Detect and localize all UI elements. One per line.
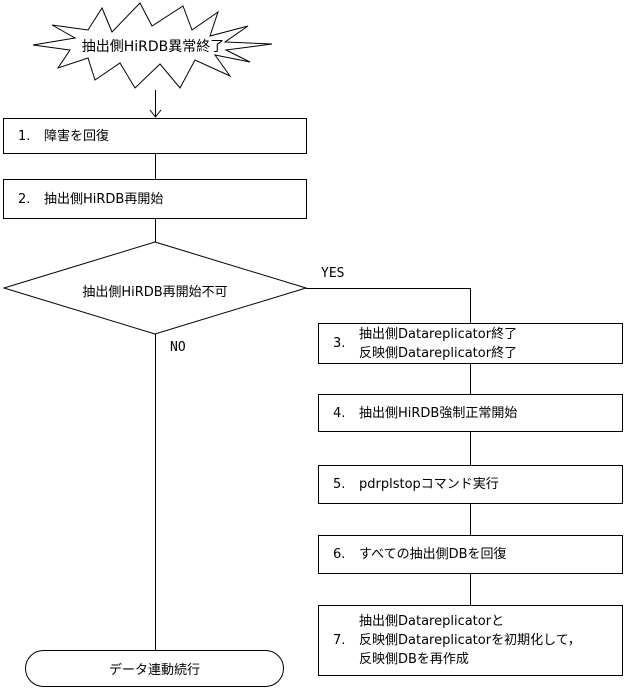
- step-7-label-line-1: 抽出側Datareplicatorと: [359, 614, 505, 629]
- step-2-box: 2. 抽出側HiRDB再開始: [3, 179, 307, 219]
- arrow-head-icon: [149, 109, 162, 118]
- step-1-label: 障害を回復: [44, 128, 110, 144]
- yes-branch-label: YES: [321, 266, 345, 281]
- step-5-box: 5. pdrplstopコマンド実行: [318, 465, 623, 504]
- step-4-label: 抽出側HiRDB強制正常開始: [359, 405, 518, 421]
- step-7-number: 7.: [333, 633, 346, 648]
- start-burst-shape: [32, 2, 273, 89]
- step-7-label-line-3: 反映側DBを再作成: [359, 652, 469, 667]
- step-5-number: 5.: [333, 477, 346, 492]
- step-3-number: 3.: [333, 336, 346, 351]
- terminal-node: データ連動続行: [25, 650, 284, 687]
- step-3-label-line-2: 反映側Datareplicator終了: [359, 345, 518, 361]
- terminal-label: データ連動続行: [108, 663, 200, 678]
- step-6-label: すべての抽出側DBを回復: [359, 547, 507, 562]
- step-6-box: 6. すべての抽出側DBを回復: [318, 535, 623, 574]
- step-7-label-line-2: 反映側Datareplicatorを初期化して，: [359, 633, 581, 648]
- step-4-number: 4.: [333, 405, 346, 421]
- decision-diamond-shape: [2, 241, 308, 335]
- step-3-label-line-1: 抽出側Datareplicator終了: [359, 326, 518, 342]
- step-1-box: 1. 障害を回復: [3, 118, 307, 154]
- step-2-number: 2.: [18, 191, 31, 207]
- start-burst-label: 抽出側HiRDB異常終了: [81, 39, 225, 55]
- step-2-label: 抽出側HiRDB再開始: [44, 191, 164, 207]
- step-1-number: 1.: [18, 128, 31, 144]
- step-5-label: pdrplstopコマンド実行: [359, 477, 499, 492]
- step-4-box: 4. 抽出側HiRDB強制正常開始: [318, 394, 623, 432]
- step-6-number: 6.: [333, 547, 346, 562]
- step-3-box: 3. 抽出側Datareplicator終了 反映側Datareplicator…: [318, 323, 623, 364]
- step-7-box: 7. 抽出側Datareplicatorと 反映側Datareplicatorを…: [318, 605, 623, 676]
- decision-label: 抽出側HiRDB再開始不可: [82, 285, 228, 300]
- no-branch-label: NO: [170, 340, 186, 355]
